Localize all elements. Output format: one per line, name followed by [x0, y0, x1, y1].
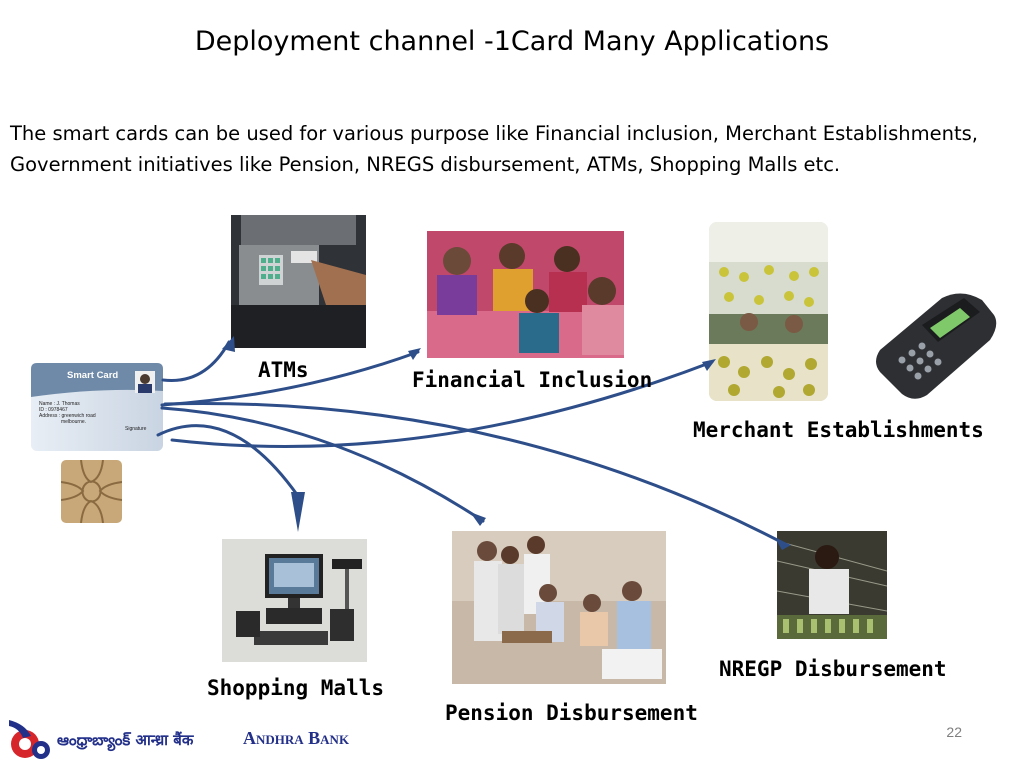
pension-photo [452, 531, 666, 684]
pos-terminal-image [872, 290, 999, 403]
arrow-to-atms [161, 340, 231, 383]
nregp-photo [777, 531, 887, 639]
financial-inclusion-photo [427, 231, 624, 358]
label-atms: ATMs [258, 358, 309, 382]
bank-name-script: ఆంధ్రాబ్యాంక్ आन्ध्रा बैंक [57, 731, 194, 749]
card-line-name: Name : J. Thomas [39, 401, 80, 407]
label-nregp-disbursement: NREGP Disbursement [719, 657, 947, 681]
arrowhead-shopping [291, 492, 305, 532]
page-number: 22 [946, 724, 962, 740]
bank-name: Andhra Bank [243, 728, 350, 748]
card-chip-image [61, 460, 122, 523]
card-line-signature: Signature [125, 426, 147, 432]
merchant-photo [709, 222, 828, 401]
card-line-city: melbourne. [61, 419, 87, 425]
shopping-mall-photo [222, 539, 367, 662]
label-merchant-establishments: Merchant Establishments [693, 418, 984, 442]
label-financial-inclusion: Financial Inclusion [412, 368, 653, 392]
atm-photo [231, 215, 366, 348]
card-line-address: Address : greenwich road [39, 413, 96, 419]
smart-card-image: Smart Card Name : J. Thomas ID : 0978467… [31, 363, 163, 451]
card-line-id: ID : 0978467 [39, 407, 68, 413]
bank-emblem-icon [9, 720, 50, 759]
intro-paragraph: The smart cards can be used for various … [10, 122, 978, 176]
arrow-to-pension [160, 406, 485, 523]
andhra-bank-logo: ఆంధ్రాబ్యాంక్ आन्ध्रा बैंक Andhra Bank [5, 716, 349, 766]
label-pension-disbursement: Pension Disbursement [445, 701, 698, 725]
arrow-to-shopping [156, 424, 300, 498]
arrow-to-nregp [163, 402, 787, 546]
card-heading: Smart Card [67, 370, 119, 381]
arrowhead-pension [470, 512, 486, 526]
page-title: Deployment channel -1Card Many Applicati… [194, 26, 830, 57]
label-shopping-malls: Shopping Malls [207, 676, 385, 700]
arrowhead-financial [408, 348, 421, 360]
